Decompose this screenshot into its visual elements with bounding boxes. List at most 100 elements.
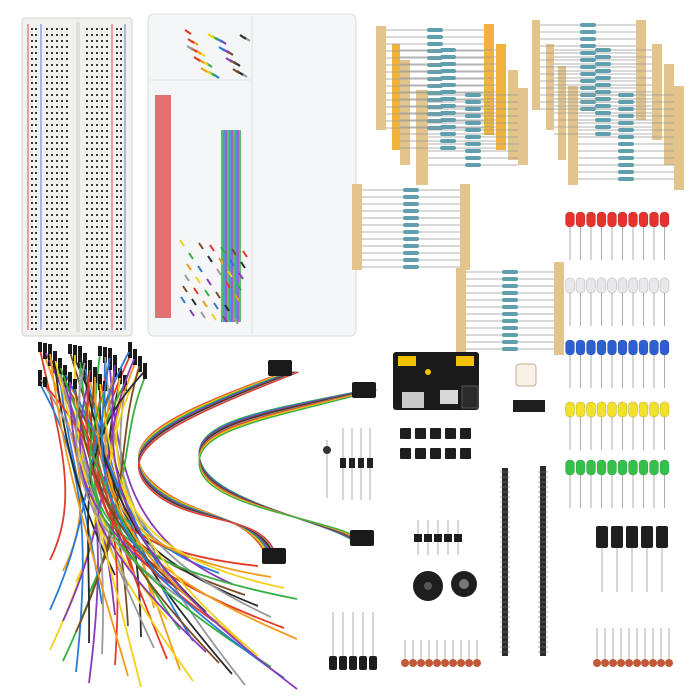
led	[565, 277, 575, 294]
breadboard-hole	[106, 64, 108, 66]
jumper-wire-pin	[98, 374, 102, 384]
breadboard-hole	[35, 304, 37, 306]
breadboard-hole	[31, 232, 33, 234]
breadboard-hole	[91, 316, 93, 318]
breadboard-hole	[91, 46, 93, 48]
breadboard-hole	[56, 118, 58, 120]
breadboard-hole	[51, 124, 53, 126]
breadboard-hole	[46, 232, 48, 234]
breadboard-hole	[61, 136, 63, 138]
breadboard-hole	[61, 196, 63, 198]
breadboard-hole	[66, 262, 68, 264]
thermistor	[323, 446, 331, 454]
led	[586, 277, 596, 294]
breadboard-hole	[31, 280, 33, 282]
jumper-wire-pin	[83, 353, 87, 363]
led	[659, 211, 670, 228]
resistor-tape	[652, 44, 662, 140]
breadboard-hole	[96, 76, 98, 78]
jumper-wire-pin	[38, 342, 42, 352]
breadboard-hole	[46, 142, 48, 144]
led	[596, 277, 607, 294]
resistor-body	[465, 163, 481, 167]
breadboard-hole	[35, 52, 37, 54]
ceramic-capacitor	[633, 659, 641, 667]
case-jumper-wire	[206, 278, 212, 286]
breadboard-hole	[120, 160, 122, 162]
resistor-tape	[376, 26, 386, 130]
breadboard-hole	[61, 286, 63, 288]
led	[607, 211, 617, 228]
breadboard-hole	[91, 202, 93, 204]
breadboard-hole	[46, 244, 48, 246]
jumper-wire-pin	[138, 356, 142, 366]
breadboard-hole	[51, 40, 53, 42]
case-jumper-wire	[180, 296, 186, 304]
breadboard-hole	[46, 322, 48, 324]
breadboard-hole	[101, 190, 103, 192]
breadboard-hole	[46, 286, 48, 288]
breadboard-hole	[116, 70, 118, 72]
breadboard-hole	[120, 52, 122, 54]
breadboard-hole	[31, 40, 33, 42]
jumper-wire	[104, 368, 272, 578]
push-buttons	[400, 428, 471, 459]
breadboard-hole	[106, 118, 108, 120]
jumper-wire	[89, 388, 272, 668]
breadboard-hole	[35, 46, 37, 48]
breadboard-hole	[120, 304, 122, 306]
breadboard-hole	[120, 94, 122, 96]
breadboard-hole	[56, 190, 58, 192]
led	[628, 277, 638, 294]
breadboard-hole	[120, 136, 122, 138]
breadboard-hole	[101, 154, 103, 156]
breadboard-hole	[51, 274, 53, 276]
resistor-body	[427, 28, 443, 32]
breadboard-hole	[101, 112, 103, 114]
breadboard-hole	[51, 82, 53, 84]
resistor-strips	[352, 20, 684, 355]
breadboard-hole	[46, 130, 48, 132]
breadboard-hole	[116, 94, 118, 96]
resistor-body	[440, 139, 456, 143]
ceramic-capacitor	[641, 659, 649, 667]
jumper-wire-pin	[128, 348, 132, 358]
breadboard-hole	[86, 298, 88, 300]
breadboard-hole	[35, 220, 37, 222]
breadboard-hole	[120, 142, 122, 144]
breadboard-hole	[31, 106, 33, 108]
breadboard-hole	[101, 226, 103, 228]
breadboard-hole	[101, 184, 103, 186]
breadboard-hole	[56, 136, 58, 138]
resistor-body	[618, 163, 634, 167]
breadboard-hole	[91, 34, 93, 36]
breadboard-hole	[106, 172, 108, 174]
jumper-wire-pin	[38, 376, 42, 386]
breadboard-hole	[116, 286, 118, 288]
breadboard-hole	[120, 298, 122, 300]
jumper-wire-kit	[147, 13, 357, 337]
breadboard-hole	[120, 46, 122, 48]
breadboard-hole	[56, 310, 58, 312]
ceramic-capacitor	[601, 659, 609, 667]
resistor-body	[595, 55, 611, 59]
breadboard-hole	[116, 322, 118, 324]
breadboard-hole	[106, 250, 108, 252]
case-jumper-wire	[189, 309, 195, 317]
case-jumper-wire	[216, 268, 222, 276]
breadboard-hole	[91, 124, 93, 126]
breadboard-hole	[46, 124, 48, 126]
breadboard	[21, 17, 133, 337]
resistor-body	[403, 244, 419, 248]
jumper-wire-pin	[68, 372, 72, 382]
breadboard-hole	[91, 178, 93, 180]
resistor-body	[580, 86, 596, 90]
led	[617, 277, 628, 294]
breadboard-hole	[106, 310, 108, 312]
resistor-body	[618, 135, 634, 139]
case-jumper-wire	[213, 302, 219, 310]
led	[607, 277, 617, 294]
breadboard-hole	[120, 166, 122, 168]
breadboard-hole	[116, 178, 118, 180]
jumper-wire-pin	[128, 342, 132, 352]
